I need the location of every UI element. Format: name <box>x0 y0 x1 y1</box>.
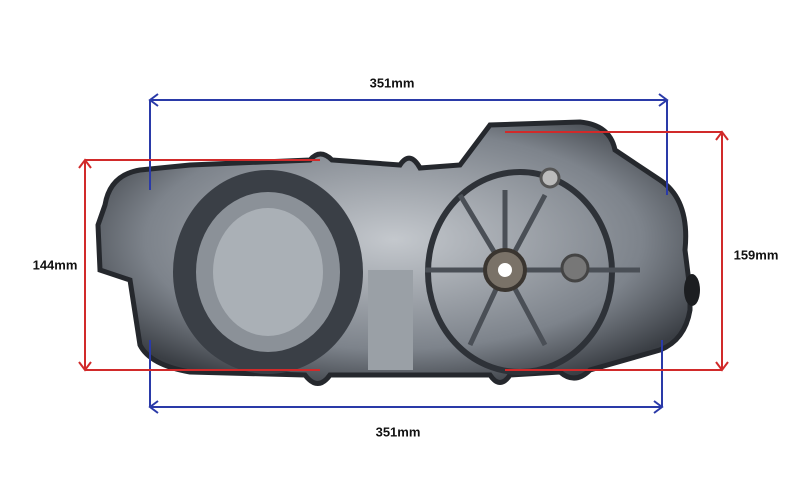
top-length-label: 351mm <box>369 75 415 91</box>
right-height-label: 159mm <box>733 247 779 263</box>
bottom-length-label: 351mm <box>375 424 421 440</box>
left-height-label: 144mm <box>32 257 78 273</box>
length-dimension-lines <box>148 93 669 414</box>
height-dimension-lines <box>78 130 729 372</box>
transmission-cover <box>95 119 700 386</box>
